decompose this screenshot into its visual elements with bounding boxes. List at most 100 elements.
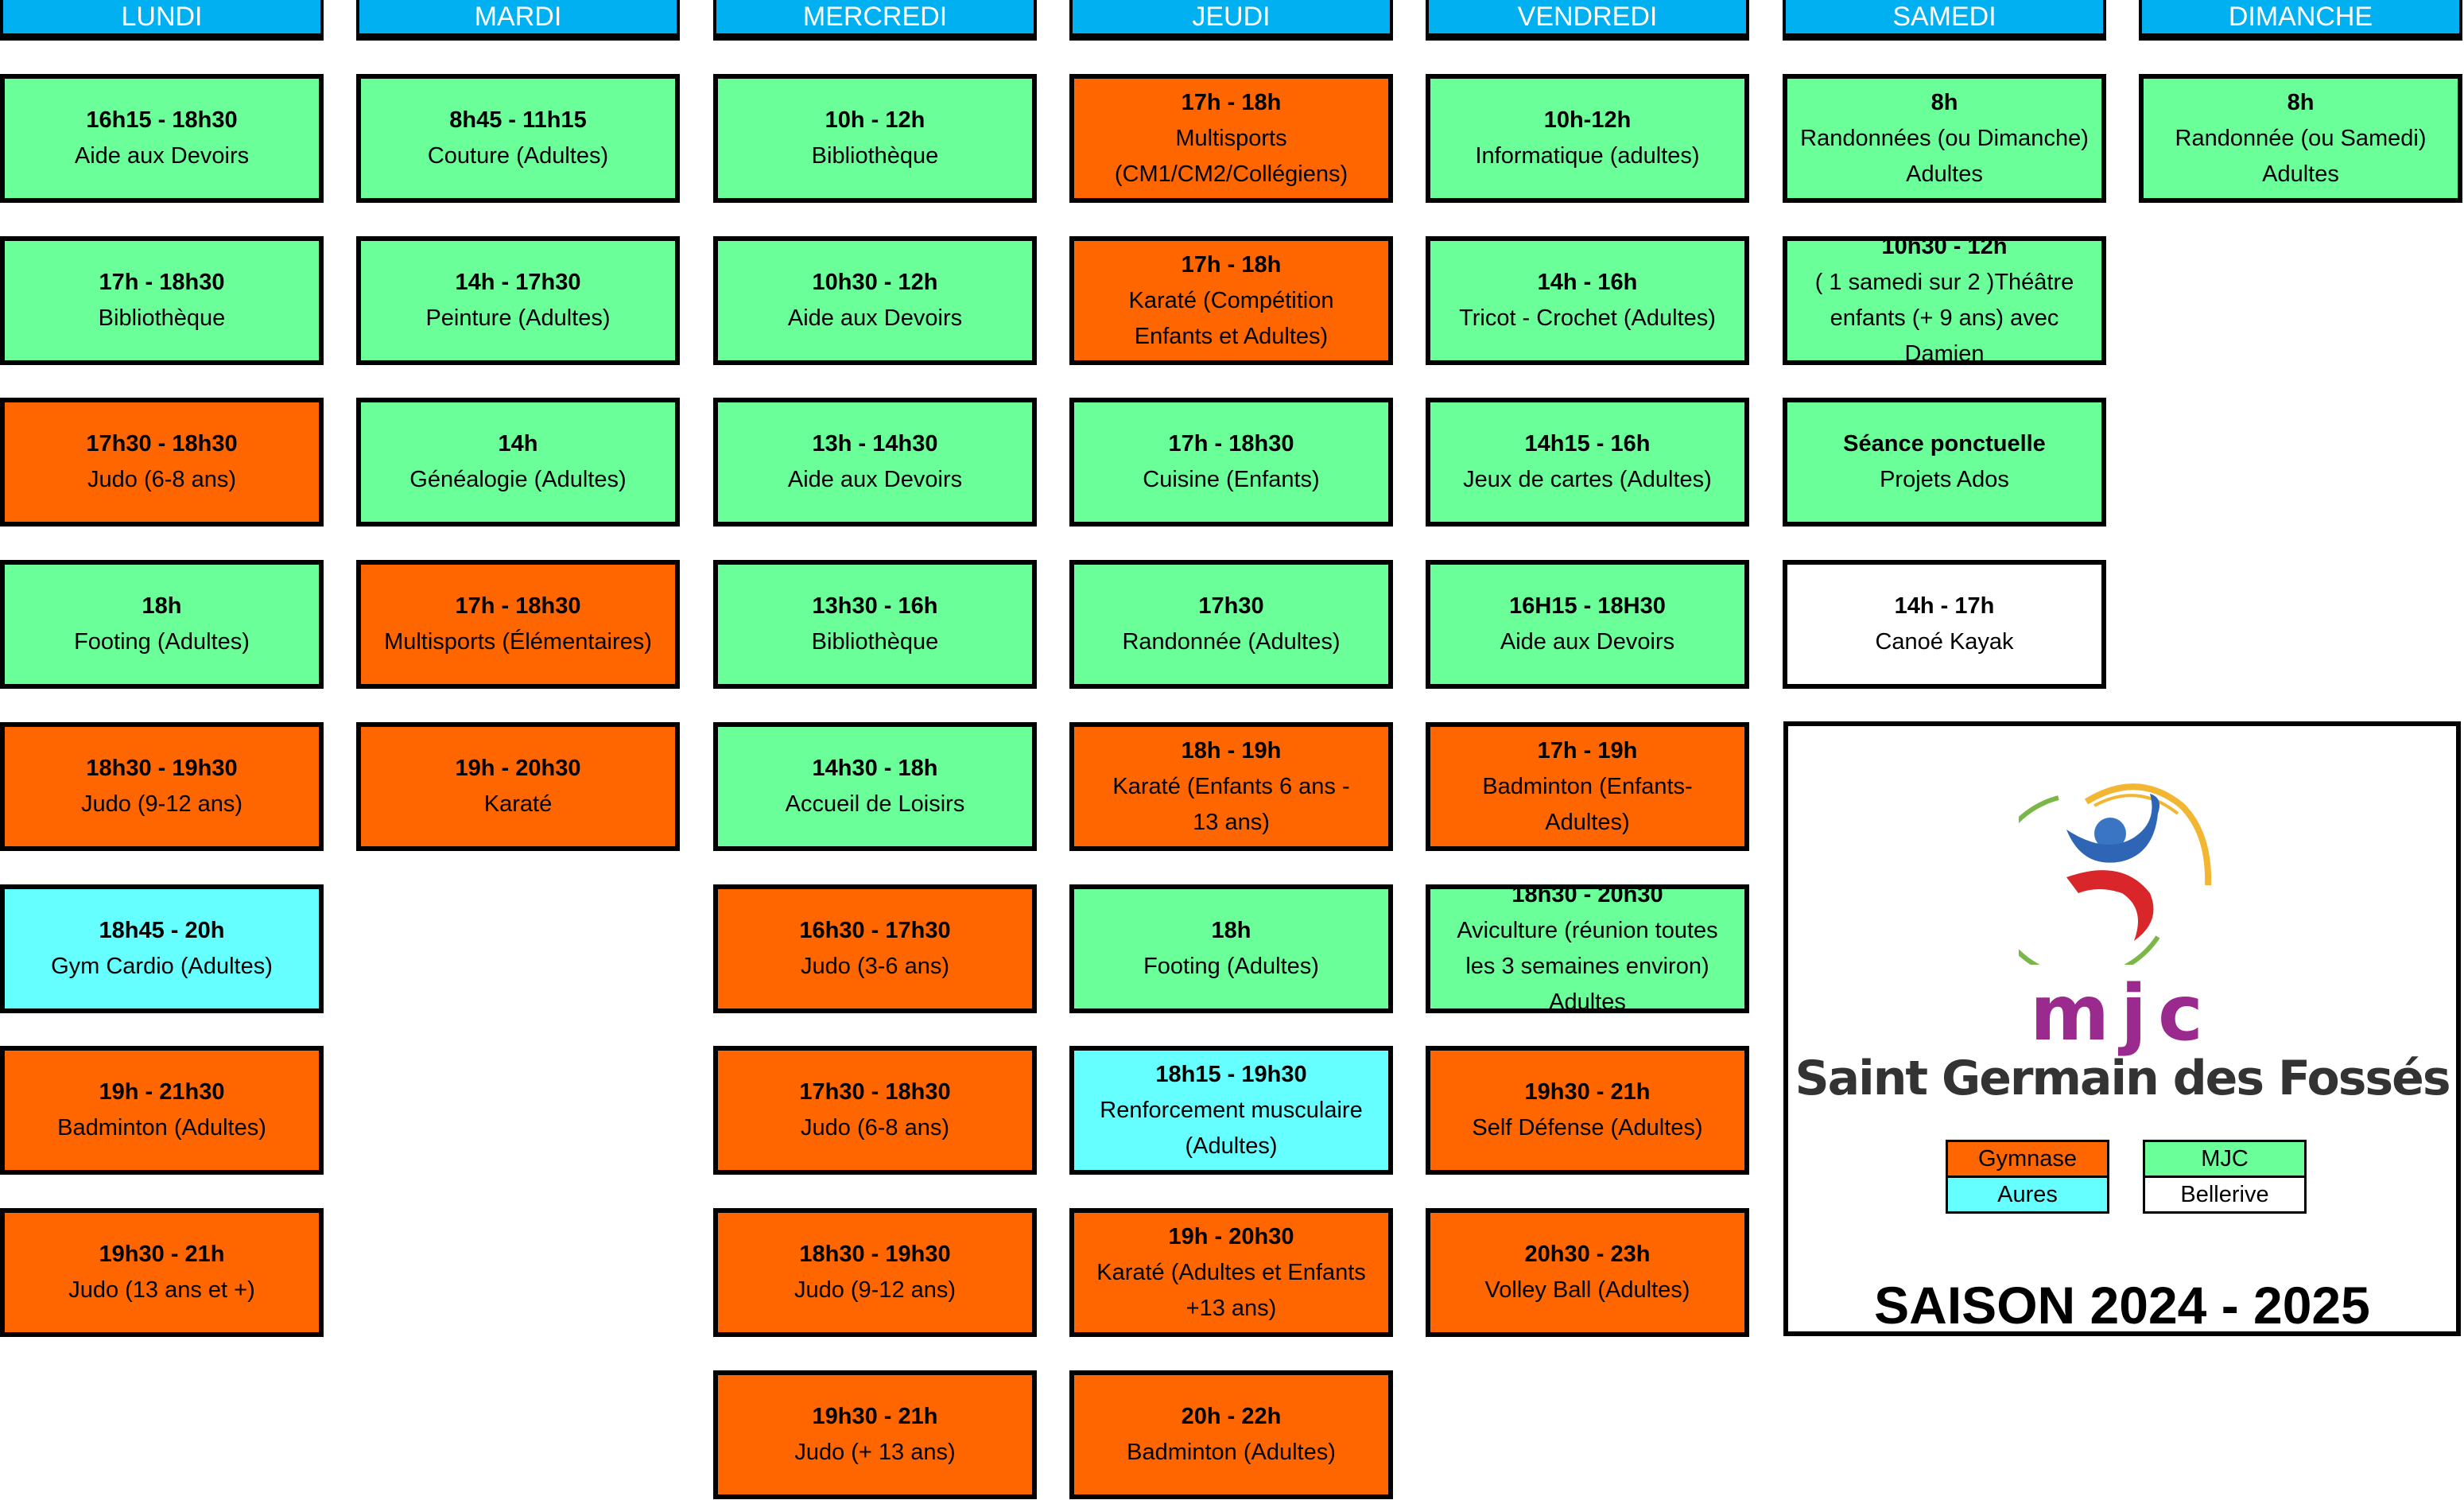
activity-time: 18h - 19h (1181, 737, 1282, 764)
activity-time: 8h (1930, 89, 1958, 115)
day-header-jeudi: JEUDI (1069, 0, 1393, 41)
day-header-mardi: MARDI (356, 0, 680, 41)
activity-time: 13h30 - 16h (812, 593, 938, 619)
activity-time: 19h - 20h30 (455, 756, 581, 781)
activity-label: Tricot - Crochet (Adultes) (1459, 305, 1716, 331)
activity-time: 18h (142, 593, 182, 619)
activity-label: Adultes (2262, 161, 2339, 187)
activity-label: Aviculture (réunion toutes (1457, 918, 1718, 943)
activity-time: 17h - 18h30 (455, 593, 581, 619)
legend-gymnase: Gymnase (1946, 1140, 2109, 1178)
activity-time: 14h - 17h30 (455, 270, 581, 295)
activity-label: Bibliothèque (811, 629, 939, 655)
activity-label: Karaté (483, 791, 553, 817)
logo-legend-panel: mjc Saint Germain des Fossés Gymnase Aur… (1783, 721, 2461, 1336)
activity-label: Randonnée (ou Samedi) (2175, 125, 2427, 151)
activity-time: 17h - 18h30 (99, 270, 225, 295)
activity-label: Généalogie (Adultes) (409, 467, 627, 492)
activity-label: 13 ans) (1193, 809, 1270, 835)
activity-label: Enfants et Adultes) (1134, 323, 1329, 349)
activity-time: 8h45 - 11h15 (449, 107, 587, 133)
activity-time: 17h - 18h (1181, 89, 1282, 115)
activity-label: Footing (Adultes) (1143, 954, 1319, 979)
activity-label: Bibliothèque (98, 305, 226, 331)
activity-label: Accueil de Loisirs (785, 791, 965, 817)
activity-label: Adultes) (1545, 809, 1630, 835)
activity-label: +13 ans) (1185, 1295, 1277, 1321)
activity-label: Badminton (Adultes) (1127, 1440, 1336, 1465)
activity-label: Couture (Adultes) (427, 143, 609, 169)
activity-time: 16h30 - 17h30 (799, 918, 951, 943)
activity-label: Adultes (1906, 161, 1983, 187)
activity-label: Multisports (Élémentaires) (384, 629, 652, 655)
activity-label: Judo (+ 13 ans) (794, 1440, 956, 1465)
activity-time: 18h (1211, 918, 1251, 943)
activity-label: Badminton (Enfants- (1482, 773, 1693, 799)
activity-label: (Adultes) (1185, 1133, 1278, 1159)
season-title: SAISON 2024 - 2025 (1874, 1276, 2370, 1335)
activity-time: 13h - 14h30 (812, 431, 938, 457)
activity-label: Volley Ball (Adultes) (1484, 1277, 1690, 1303)
activity-label: Self Défense (Adultes) (1472, 1115, 1703, 1141)
activity-label: Judo (9-12 ans) (794, 1277, 956, 1303)
activity-time: Séance ponctuelle (1843, 431, 2046, 457)
activity-label: Footing (Adultes) (74, 629, 250, 655)
activity-label: Peinture (Adultes) (425, 305, 611, 331)
activity-label: Karaté (Adultes et Enfants (1096, 1259, 1366, 1285)
activity-time: 18h30 - 20h30 (1511, 884, 1663, 907)
activity-time: 19h - 20h30 (1168, 1223, 1294, 1249)
activity-time: 16h15 - 18h30 (86, 107, 238, 133)
activity-label: Canoé Kayak (1875, 629, 2014, 655)
activity-time: 14h (498, 431, 538, 457)
activity-time: 14h30 - 18h (812, 756, 938, 781)
activity-label: Damien (1904, 341, 1985, 365)
activity-label: Judo (9-12 ans) (80, 791, 243, 817)
activity-label: Cuisine (Enfants) (1143, 467, 1320, 492)
activity-time: 17h - 18h30 (1168, 431, 1294, 457)
activity-label: Karaté (Compétition (1128, 287, 1334, 313)
activity-time: 16H15 - 18H30 (1509, 593, 1666, 619)
logo-mjc-text: mjc (2030, 969, 2214, 1058)
activity-time: 19h30 - 21h (812, 1404, 938, 1429)
activity-time: 19h30 - 21h (1524, 1079, 1651, 1105)
activity-label: Aide aux Devoirs (74, 143, 250, 169)
activity-time: 17h30 - 18h30 (799, 1079, 951, 1105)
activity-label: Gym Cardio (Adultes) (51, 954, 273, 979)
activity-label: Badminton (Adultes) (57, 1115, 266, 1141)
logo-org-name: Saint Germain des Fossés (1795, 1051, 2450, 1106)
activity-label: Karaté (Enfants 6 ans - (1112, 773, 1350, 799)
activity-time: 18h30 - 19h30 (86, 756, 238, 781)
activity-time: 17h - 19h (1537, 737, 1638, 764)
activity-time: 20h30 - 23h (1524, 1242, 1651, 1267)
activity-label: Judo (6-8 ans) (801, 1115, 949, 1141)
mjc-logo-icon (2019, 783, 2212, 965)
activity-label: enfants (+ 9 ans) avec (1830, 305, 2059, 331)
activity-label: Aide aux Devoirs (1500, 629, 1675, 655)
activity-time: 14h - 16h (1537, 270, 1638, 295)
